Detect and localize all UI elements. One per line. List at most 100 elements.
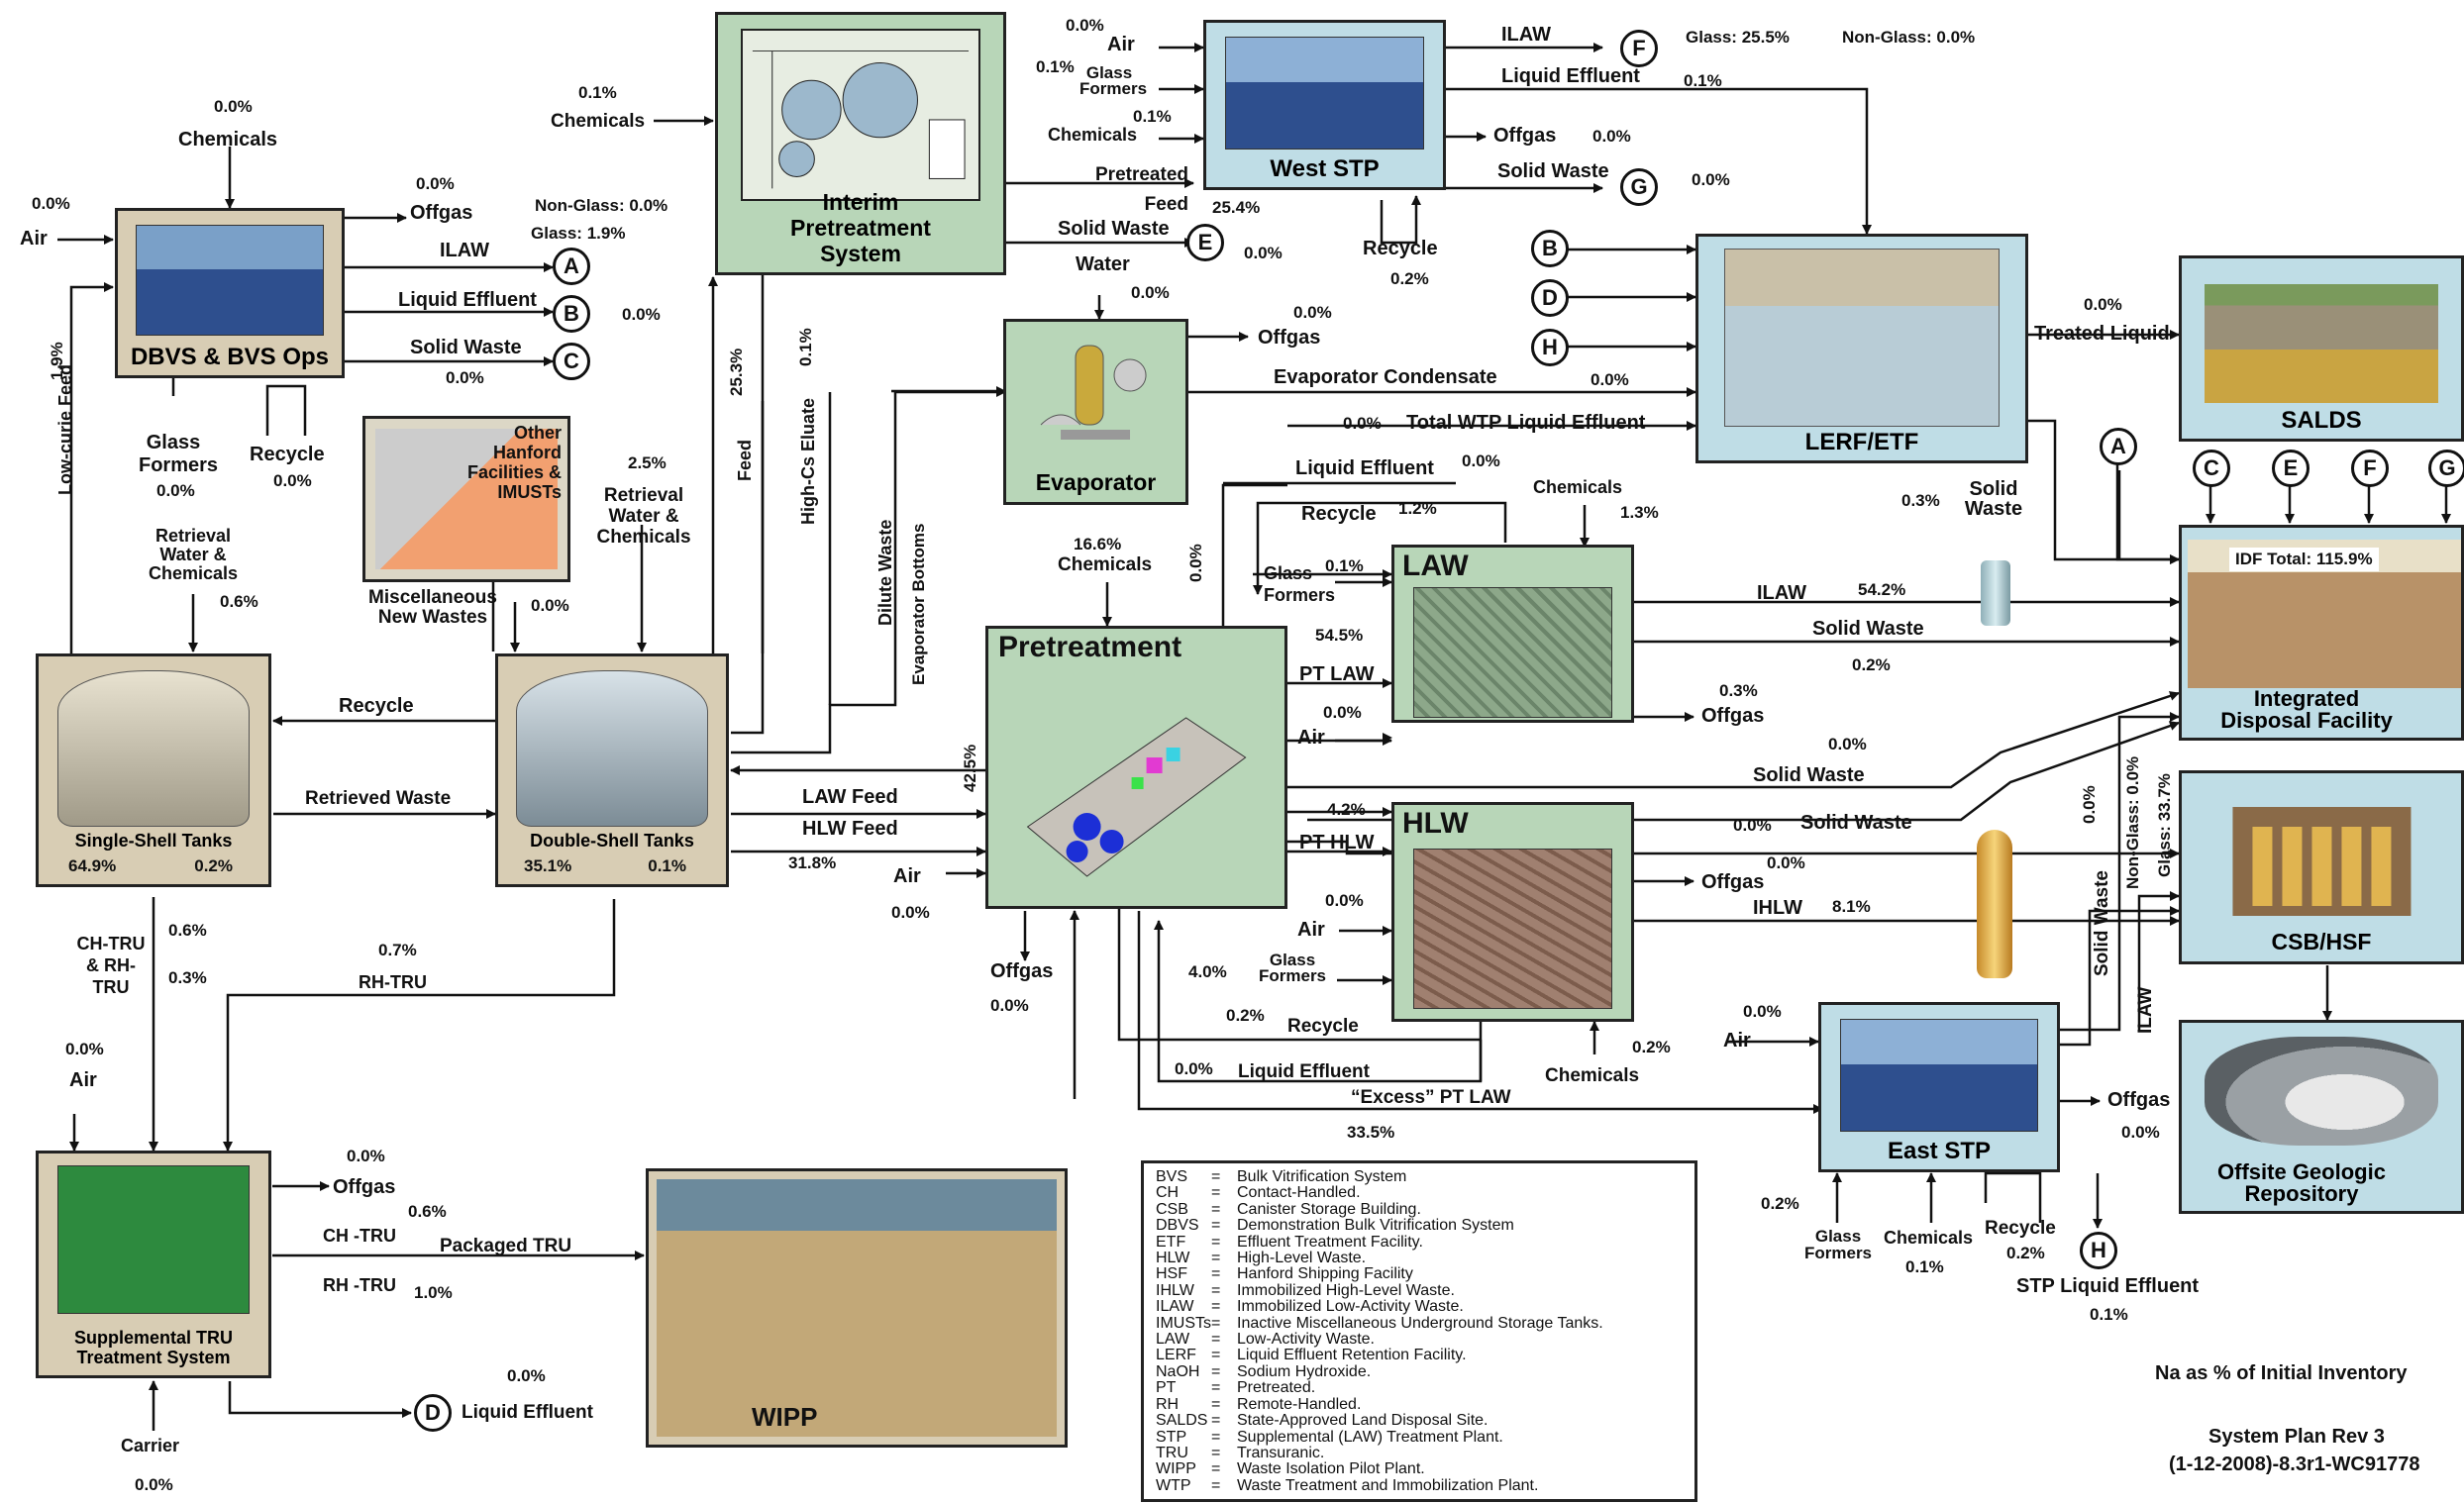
- legend-value: Hanford Shipping Facility: [1237, 1265, 1413, 1283]
- legend-equals: =: [1211, 1444, 1221, 1461]
- estp-gf-pct: 0.2%: [1761, 1194, 1799, 1213]
- estp-recycle-label: Recycle: [1985, 1218, 2056, 1239]
- single-shell-tanks-box[interactable]: Single-Shell Tanks 64.9% 0.2%: [36, 653, 271, 887]
- packaged-tru-label: Packaged TRU: [440, 1236, 572, 1256]
- ihlw-canister-icon: [1977, 830, 2012, 978]
- interim-title: Interim Pretreatment System: [790, 189, 931, 266]
- wstp-pf-pct: 25.4%: [1212, 198, 1261, 217]
- legend-value: Immobilized Low-Activity Waste.: [1237, 1298, 1464, 1316]
- circle-g: G: [1620, 168, 1658, 206]
- legend-key: CH: [1156, 1184, 1180, 1202]
- estp-nonglass: Non-Glass: 0.0%: [2123, 755, 2142, 889]
- pt-le-label: Liquid Effluent: [1295, 457, 1434, 479]
- retr-dst-label: Retrieval Water & Chemicals: [596, 485, 691, 548]
- dst-pct: 35.1%: [524, 856, 572, 875]
- wstp-glass: Glass: 25.5%: [1686, 28, 1790, 47]
- wstp-offgas-pct: 0.0%: [1592, 127, 1631, 146]
- misc-wastes-pct: 0.0%: [531, 596, 569, 615]
- legend-value: Canister Storage Building.: [1237, 1200, 1421, 1218]
- legend-key: BVS: [1156, 1168, 1188, 1185]
- evaporator-box[interactable]: Evaporator: [1003, 319, 1188, 505]
- evap-water-pct: 0.0%: [1131, 283, 1170, 302]
- hlw-box[interactable]: HLW: [1391, 802, 1634, 1022]
- lerf-etf-box[interactable]: LERF/ETF: [1695, 234, 2028, 463]
- law-feed-pct: 42.5%: [961, 744, 979, 792]
- ips-chem-label: Chemicals: [551, 111, 646, 132]
- legend-value: High-Level Waste.: [1237, 1250, 1367, 1267]
- pt-offgas-label: Offgas: [990, 960, 1054, 982]
- rhtru-label: RH-TRU: [359, 972, 427, 992]
- legend-row: CSB=Canister Storage Building.: [1156, 1200, 1683, 1218]
- estp-chem-label: Chemicals: [1884, 1228, 1974, 1248]
- dbvs-box[interactable]: DBVS & BVS Ops: [115, 208, 345, 378]
- pt-air-label: Air: [893, 865, 921, 887]
- law-ptlaw-pct: 54.5%: [1315, 626, 1364, 645]
- circle-d-lerf: D: [1531, 279, 1569, 317]
- pretreatment-box[interactable]: Pretreatment: [985, 626, 1287, 909]
- wstp-sw-pct: 0.0%: [1692, 170, 1730, 189]
- ihlw-label: IHLW: [1753, 897, 1802, 919]
- pt-le-pct: 0.0%: [1462, 451, 1500, 470]
- legend-key: ILAW: [1156, 1298, 1194, 1316]
- legend-row: WIPP=Waste Isolation Pilot Plant.: [1156, 1460, 1683, 1477]
- dst-title: Double-Shell Tanks: [530, 831, 694, 851]
- tru-le-pct: 0.0%: [507, 1366, 546, 1385]
- dbvs-title: DBVS & BVS Ops: [130, 344, 330, 370]
- csb-image: [2205, 787, 2439, 926]
- csb-hsf-box[interactable]: CSB/HSF: [2179, 770, 2464, 964]
- west-stp-box[interactable]: West STP: [1203, 20, 1446, 190]
- dbvs-sw-pct: 0.0%: [446, 368, 484, 387]
- east-stp-box[interactable]: East STP: [1818, 1002, 2060, 1172]
- lerf-image: [1724, 249, 2000, 427]
- dbvs-le-label: Liquid Effluent: [398, 289, 537, 311]
- legend-row: HSF=Hanford Shipping Facility: [1156, 1265, 1683, 1283]
- legend-equals: =: [1211, 1314, 1221, 1332]
- schematic-icon: [752, 50, 970, 189]
- hlw-rec-pct: 0.2%: [1226, 1006, 1265, 1025]
- interim-pretreatment-box[interactable]: Interim Pretreatment System: [715, 12, 1006, 275]
- legend-value: Inactive Miscellaneous Underground Stora…: [1237, 1314, 1603, 1332]
- circle-a-top: A: [553, 248, 590, 285]
- law-offgas-pct: 0.3%: [1719, 681, 1758, 700]
- chtru-a-pct: 0.6%: [168, 921, 207, 940]
- repository-box[interactable]: Offsite Geologic Repository: [2179, 1020, 2464, 1214]
- wstp-chem-pct: 0.1%: [1133, 107, 1172, 126]
- salds-box[interactable]: SALDS: [2179, 255, 2464, 442]
- pt-chem-label: Chemicals: [1058, 554, 1153, 575]
- pt-hlw-label: PT HLW: [1299, 832, 1375, 853]
- other-hanford-box[interactable]: Other Hanford Facilities & IMUSTs: [362, 416, 570, 582]
- estp-glass: Glass: 33.7%: [2155, 773, 2174, 877]
- double-shell-tanks-box[interactable]: Double-Shell Tanks 35.1% 0.1%: [495, 653, 729, 887]
- legend-row: BVS=Bulk Vitrification System: [1156, 1168, 1683, 1185]
- legend-equals: =: [1211, 1395, 1221, 1413]
- wstp-ilaw-label: ILAW: [1501, 24, 1551, 46]
- circle-h-lerf: H: [1531, 329, 1569, 366]
- wipp-box[interactable]: WIPP: [646, 1168, 1068, 1448]
- circle-h-estp: H: [2080, 1232, 2117, 1269]
- pretreatment-plant-icon: [1026, 717, 1247, 877]
- legend-equals: =: [1211, 1168, 1221, 1185]
- dbvs-sw-label: Solid Waste: [410, 337, 522, 358]
- legend-key: DBVS: [1156, 1217, 1199, 1235]
- wipp-title: WIPP: [752, 1402, 818, 1432]
- wstp-pf-label: Pretreated Feed: [1095, 164, 1188, 215]
- west-stp-image: [1225, 37, 1424, 150]
- idf-box[interactable]: IDF Total: 115.9% Integrated Disposal Fa…: [2179, 525, 2464, 741]
- wtp-le-label: Total WTP Liquid Effluent: [1406, 412, 1646, 434]
- salds-tl-pct: 0.0%: [2084, 295, 2122, 314]
- legend-key: LAW: [1156, 1331, 1190, 1349]
- east-stp-title: East STP: [1887, 1138, 1992, 1164]
- law-box[interactable]: LAW: [1391, 545, 1634, 723]
- dbvs-air-pct: 0.0%: [32, 194, 70, 213]
- carrier-pct: 0.0%: [135, 1475, 173, 1494]
- tru-ch-label: CH -TRU: [323, 1226, 396, 1246]
- legend-value: Transuranic.: [1237, 1444, 1325, 1461]
- law-chem-label: Chemicals: [1533, 477, 1623, 497]
- estp-air-pct: 0.0%: [1743, 1002, 1782, 1021]
- supplemental-tru-box[interactable]: Supplemental TRU Treatment System: [36, 1151, 271, 1378]
- ips-eluate-label: High-Cs Eluate: [798, 397, 818, 525]
- tru-title: Supplemental TRU Treatment System: [73, 1328, 233, 1367]
- legend-key: STP: [1156, 1428, 1187, 1446]
- lerf-sw-pct: 0.3%: [1901, 491, 1940, 510]
